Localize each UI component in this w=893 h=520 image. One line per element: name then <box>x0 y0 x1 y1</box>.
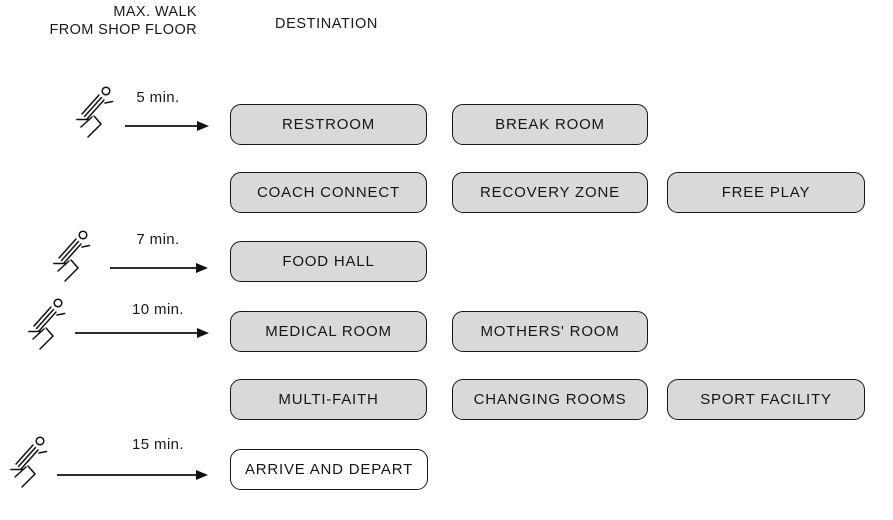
destination-box-mothers-room: MOTHERS' ROOM <box>452 311 648 352</box>
destination-box-coach-connect: COACH CONNECT <box>230 172 427 213</box>
walk-time-label: 7 min. <box>136 231 180 248</box>
destination-box-food-hall: FOOD HALL <box>230 241 427 282</box>
destination-box-break-room: BREAK ROOM <box>452 104 648 145</box>
walk-arrow <box>125 125 197 127</box>
walk-time-label: 10 min. <box>132 301 184 318</box>
walking-person-icon <box>28 296 66 350</box>
destination-box-restroom: RESTROOM <box>230 104 427 145</box>
walk-arrow <box>110 267 196 269</box>
walk-time-label: 5 min. <box>136 89 180 106</box>
walking-person-icon <box>53 228 91 282</box>
max-walk-header: MAX. WALK FROM SHOP FLOOR <box>7 3 197 39</box>
destination-box-arrive-and-depart: ARRIVE AND DEPART <box>230 449 428 490</box>
walking-person-icon <box>76 84 114 138</box>
destination-box-multi-faith: MULTI-FAITH <box>230 379 427 420</box>
walking-person-icon <box>10 434 48 488</box>
destination-box-recovery-zone: RECOVERY ZONE <box>452 172 648 213</box>
destination-header: DESTINATION <box>275 16 379 32</box>
max-walk-header-line1: MAX. WALK <box>113 4 197 20</box>
destination-box-changing-rooms: CHANGING ROOMS <box>452 379 648 420</box>
destination-box-medical-room: MEDICAL ROOM <box>230 311 427 352</box>
destination-box-free-play: FREE PLAY <box>667 172 865 213</box>
destination-box-sport-facility: SPORT FACILITY <box>667 379 865 420</box>
walk-time-label: 15 min. <box>132 436 184 453</box>
max-walk-header-line2: FROM SHOP FLOOR <box>49 22 197 38</box>
walk-arrow <box>75 332 197 334</box>
walk-arrow <box>57 474 196 476</box>
